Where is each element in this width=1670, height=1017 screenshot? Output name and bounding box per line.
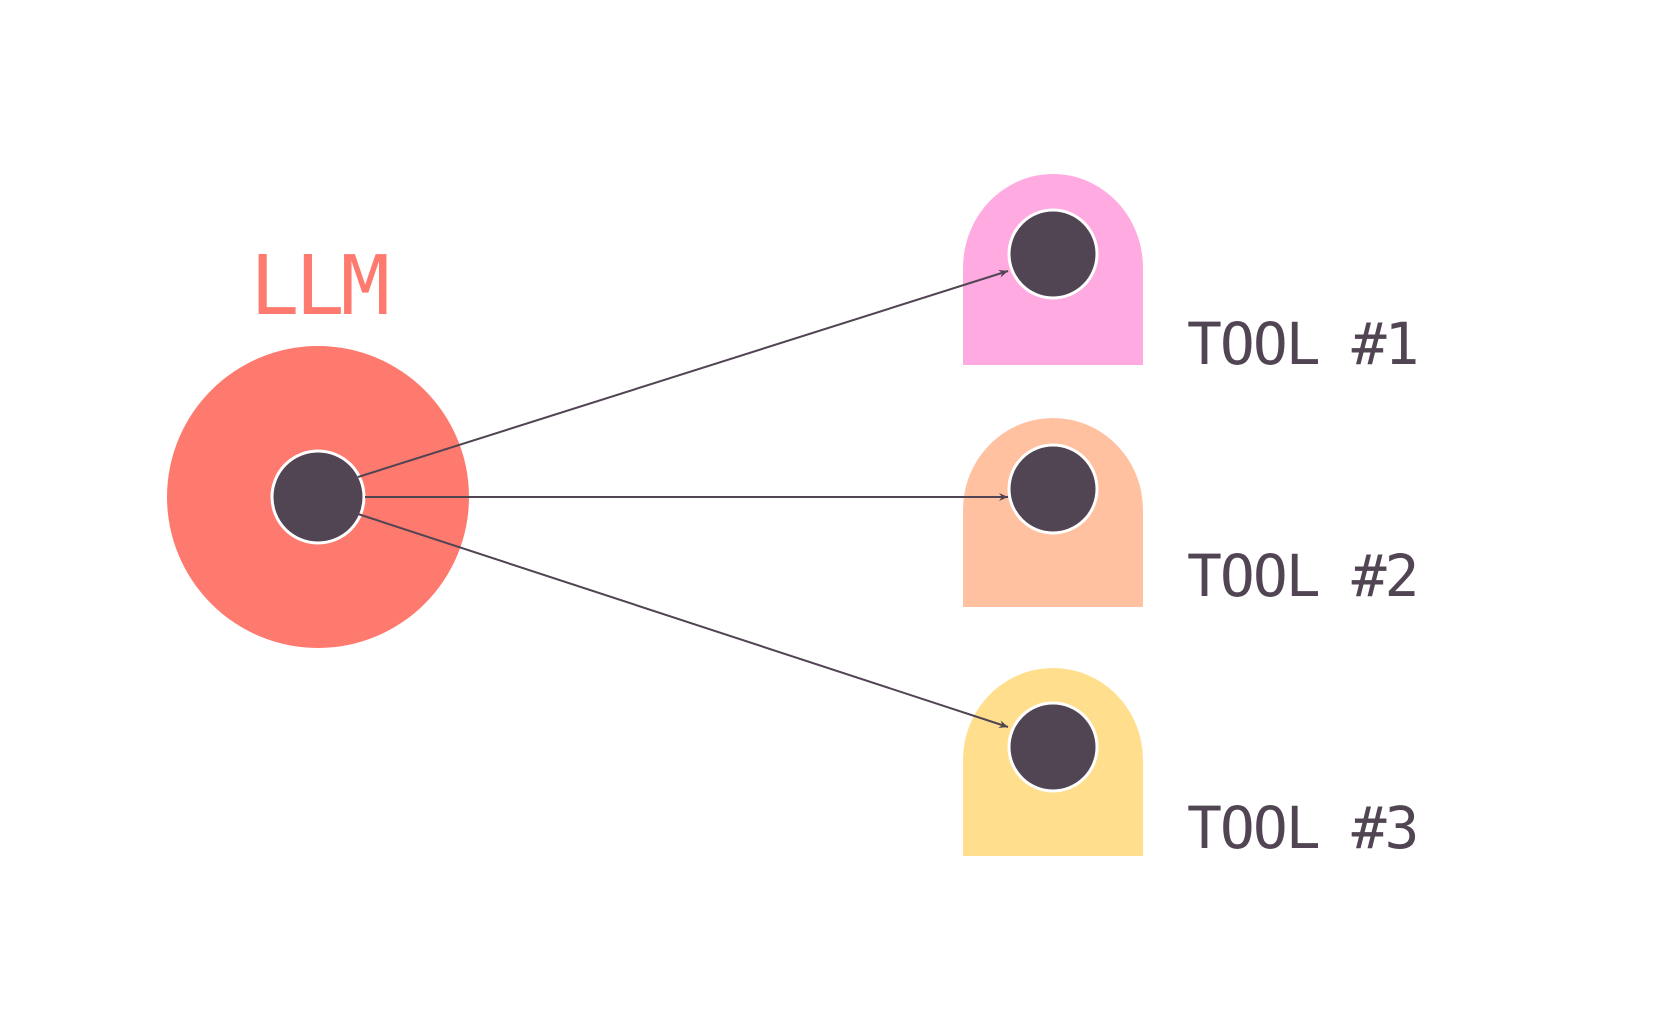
tool-2-port-dot <box>1007 443 1099 535</box>
tool-1-label: TOOL #1 <box>1187 310 1417 378</box>
connector-llm-to-tool-3 <box>357 513 1009 728</box>
tool-1-port-dot <box>1007 208 1099 300</box>
llm-port-dot <box>270 449 366 545</box>
tool-2-label: TOOL #2 <box>1187 542 1417 610</box>
llm-label: LLM <box>250 239 387 334</box>
tool-3-label: TOOL #3 <box>1187 794 1417 862</box>
tool-3-port-dot <box>1007 701 1099 793</box>
connector-llm-to-tool-1 <box>357 269 1009 478</box>
